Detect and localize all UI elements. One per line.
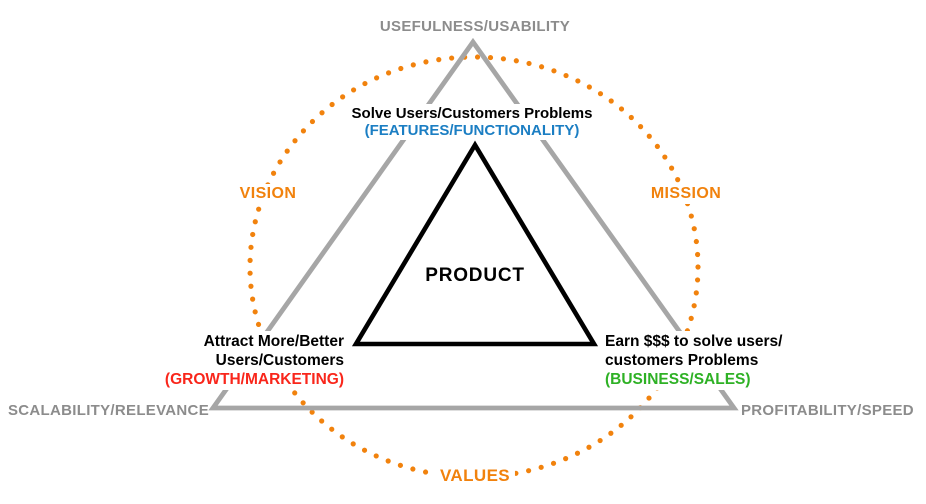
vertex-note-top: Solve Users/Customers Problems (FEATURES… [345, 104, 599, 140]
axis-label-scalability-relevance: SCALABILITY/RELEVANCE [7, 402, 209, 419]
dotted-values-circle [247, 54, 701, 480]
vertex-note-right-text-1: Earn $$$ to solve users/ [605, 333, 783, 350]
vertex-note-right-tag: (BUSINESS/SALES) [605, 371, 751, 388]
vertex-note-top-tag: (FEATURES/FUNCTIONALITY) [364, 122, 580, 139]
ring-label-values: VALUES [434, 466, 516, 486]
ring-label-vision: VISION [234, 184, 302, 204]
vertex-note-left-text-1: Attract More/Better [203, 333, 344, 350]
center-label-product: PRODUCT [425, 265, 525, 286]
vertex-note-right-text-2: customers Problems [605, 352, 759, 369]
vertex-note-left-text-2: Users/Customers [215, 352, 344, 369]
vertex-note-top-text: Solve Users/Customers Problems [351, 105, 593, 122]
inner-black-triangle [351, 140, 599, 347]
ring-label-mission: MISSION [645, 184, 727, 204]
vertex-note-left-tag: (GROWTH/MARKETING) [164, 371, 344, 388]
vertex-note-right: Earn $$$ to solve users/ customers Probl… [601, 331, 787, 390]
outer-gray-triangle [208, 37, 739, 411]
axis-label-usefulness-usability: USEFULNESS/USABILITY [379, 18, 571, 35]
axis-label-profitability-speed: PROFITABILITY/SPEED [741, 402, 914, 419]
vertex-note-left: Attract More/Better Users/Customers (GRO… [160, 331, 348, 390]
